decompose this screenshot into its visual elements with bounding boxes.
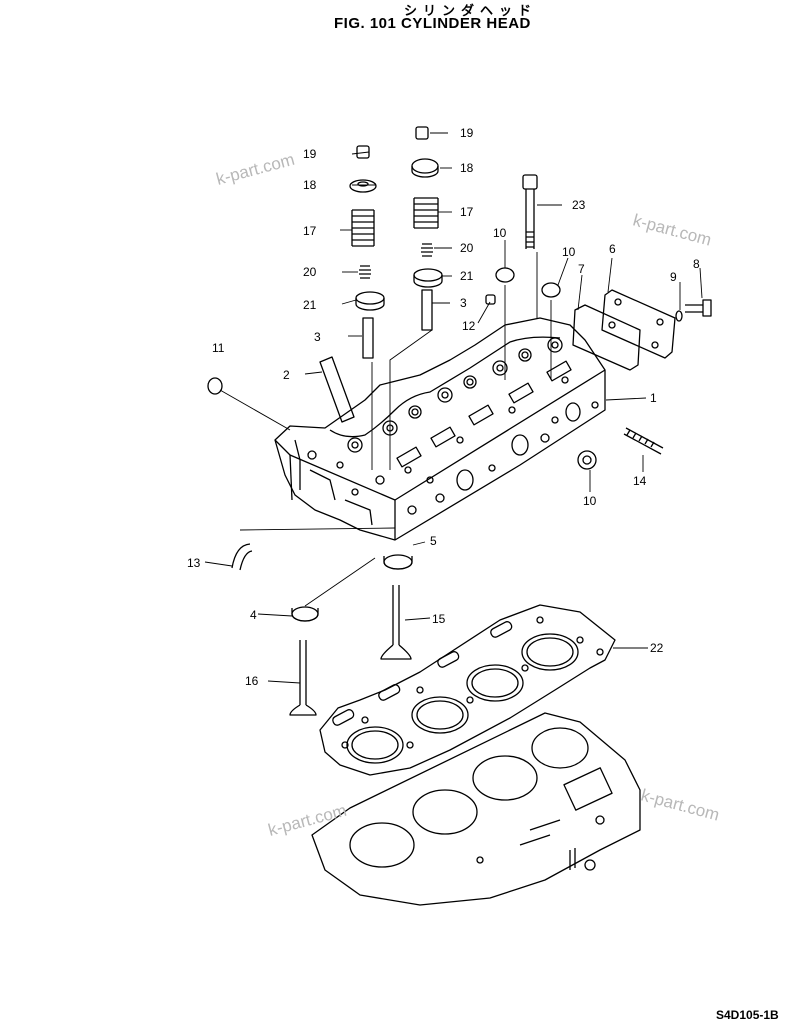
callout-3-left: 3	[314, 330, 321, 344]
callout-11: 11	[212, 341, 225, 355]
callout-13: 13	[187, 556, 201, 570]
washer-part	[675, 310, 683, 322]
stud-part	[623, 427, 664, 455]
head-bolt-part	[522, 174, 538, 249]
head-gasket-part	[319, 604, 616, 776]
callout-10-b: 10	[562, 245, 576, 259]
callout-23: 23	[572, 198, 586, 212]
plug-part	[495, 267, 515, 283]
callout-20-right: 20	[460, 241, 474, 255]
callout-2: 2	[283, 368, 290, 382]
valve-stack-right	[411, 126, 443, 331]
cylinder-head-part	[274, 317, 606, 541]
watermark-3: k-part.com	[266, 801, 348, 840]
watermark-1: k-part.com	[214, 150, 296, 189]
callout-6: 6	[609, 242, 616, 256]
cover-plate-part	[601, 289, 676, 359]
watermark-2: k-part.com	[631, 211, 713, 250]
callout-22: 22	[650, 641, 664, 655]
drawing-reference: S4D105-1B	[716, 1008, 779, 1022]
callout-4: 4	[250, 608, 257, 622]
plug-part	[577, 450, 597, 470]
callout-17-right: 17	[460, 205, 474, 219]
pipe-part	[231, 543, 253, 571]
bolt-part	[685, 299, 712, 317]
small-plug-part	[485, 294, 496, 305]
callout-21-right: 21	[460, 269, 474, 283]
cylinder-block-part	[311, 712, 641, 906]
callout-1: 1	[650, 391, 657, 405]
callout-3-right: 3	[460, 296, 467, 310]
figure-title: FIG. 101 CYLINDER HEAD	[334, 15, 531, 32]
callout-14: 14	[633, 474, 647, 488]
callout-10-c: 10	[583, 494, 597, 508]
valve-part	[380, 585, 412, 660]
callout-18-right: 18	[460, 161, 474, 175]
watermark-4: k-part.com	[639, 786, 721, 825]
callout-17-left: 17	[303, 224, 317, 238]
callout-16: 16	[245, 674, 259, 688]
valve-guide-part	[319, 356, 355, 423]
callout-10-a: 10	[493, 226, 507, 240]
plug-part	[541, 282, 561, 298]
callout-12: 12	[462, 319, 476, 333]
valve-part	[289, 640, 317, 716]
callout-7: 7	[578, 262, 585, 276]
valve-stack-left	[349, 145, 385, 359]
gasket-part	[572, 304, 641, 371]
callout-20-left: 20	[303, 265, 317, 279]
callout-18-left: 18	[303, 178, 317, 192]
callout-8: 8	[693, 257, 700, 271]
callout-9: 9	[670, 270, 677, 284]
callout-19-right: 19	[460, 126, 474, 140]
callout-21-left: 21	[303, 298, 317, 312]
plug-part	[207, 377, 223, 395]
callout-19-left: 19	[303, 147, 317, 161]
callout-5: 5	[430, 534, 437, 548]
title-japanese: シリンダヘッド	[404, 4, 538, 19]
callout-15: 15	[432, 612, 446, 626]
